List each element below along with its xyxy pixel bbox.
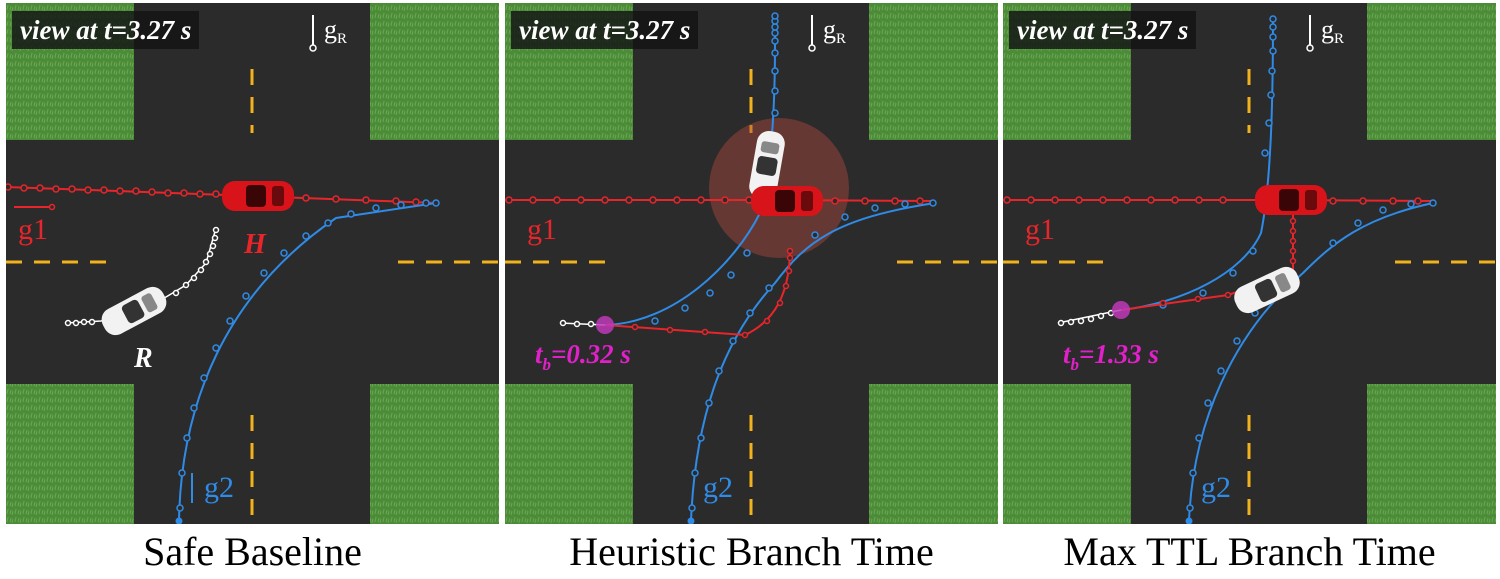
branch-point bbox=[1112, 301, 1130, 319]
grass-bl bbox=[6, 384, 134, 524]
goal-robot-icon bbox=[309, 15, 317, 52]
branch-time-label: tb=1.33 s bbox=[1063, 339, 1159, 374]
goal-robot-icon bbox=[1306, 15, 1314, 52]
goal-robot-icon bbox=[808, 15, 816, 52]
goal2-path-points bbox=[176, 199, 440, 512]
human-car bbox=[1255, 185, 1327, 215]
goal-robot-label: gR bbox=[324, 15, 348, 47]
panel-max-ttl-branch-time: view at t=3.27 s gR g1 g2 tb=1.33 s bbox=[1003, 3, 1496, 524]
scene-2 bbox=[505, 3, 998, 524]
scene-1 bbox=[6, 3, 499, 524]
view-time-label: view at t=3.27 s bbox=[12, 11, 200, 49]
panel-safe-baseline: view at t=3.27 s gR g1 g2 H R bbox=[6, 3, 499, 524]
view-time-label: view at t=3.27 s bbox=[511, 11, 699, 49]
human-car bbox=[222, 181, 294, 211]
goal2-label: g2 bbox=[703, 471, 733, 504]
human-car bbox=[751, 186, 823, 216]
grass-br bbox=[370, 384, 499, 524]
branch-point bbox=[596, 316, 614, 334]
robot-path bbox=[64, 226, 220, 327]
goal1-label: g1 bbox=[1025, 213, 1055, 246]
human-path bbox=[505, 199, 936, 202]
human-path bbox=[1003, 199, 1434, 202]
robot-car bbox=[1234, 266, 1300, 314]
human-label: H bbox=[244, 229, 266, 260]
caption-safe-baseline: Safe Baseline bbox=[143, 529, 362, 574]
human-path-points bbox=[6, 183, 420, 206]
caption-max-ttl-branch-time: Max TTL Branch Time bbox=[1063, 529, 1436, 574]
goal2-start bbox=[175, 517, 183, 524]
goal1-label: g1 bbox=[18, 213, 48, 246]
caption-heuristic-branch-time: Heuristic Branch Time bbox=[569, 529, 934, 574]
grass-tr bbox=[370, 3, 499, 140]
view-time-label: view at t=3.27 s bbox=[1009, 11, 1197, 49]
panel-heuristic-branch-time: view at t=3.27 s gR g1 g2 tb=0.32 s bbox=[505, 3, 998, 524]
robot-label: R bbox=[134, 343, 153, 374]
goal-robot-label: gR bbox=[1321, 15, 1345, 47]
goal-robot-label: gR bbox=[823, 15, 847, 47]
goal2-label: g2 bbox=[1201, 471, 1231, 504]
branch-time-label: tb=0.32 s bbox=[535, 339, 631, 374]
goal2-label: g2 bbox=[204, 471, 234, 504]
goal1-label: g1 bbox=[527, 213, 557, 246]
robot-car bbox=[101, 286, 167, 336]
robot-car bbox=[749, 130, 785, 200]
scene-3 bbox=[1003, 3, 1496, 524]
